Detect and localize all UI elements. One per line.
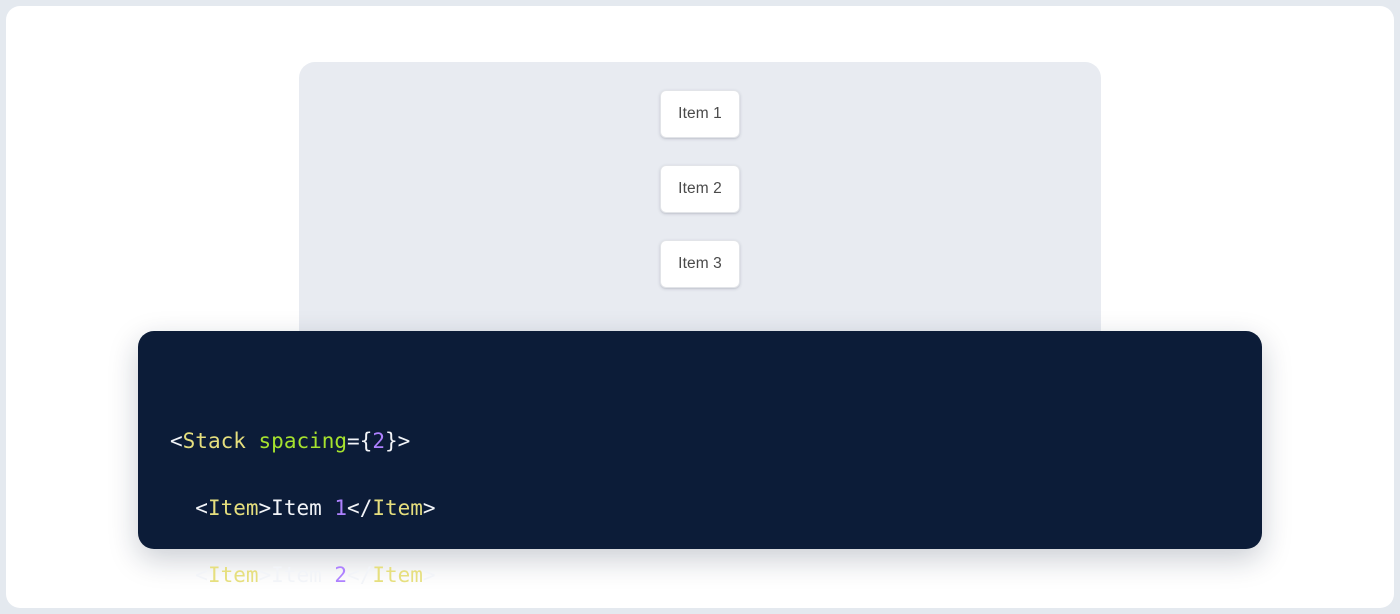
stack-item[interactable]: Item 3 <box>660 240 740 288</box>
code-token-punct: ={ <box>347 429 373 453</box>
code-token-punct: < <box>170 563 208 587</box>
code-token-tag: Item <box>207 496 259 520</box>
code-token-text: Item <box>271 563 335 587</box>
code-line: <Stack spacing={2}> <box>170 425 1230 459</box>
code-token-tag: Item <box>207 563 259 587</box>
code-token-tag: Item <box>372 563 423 587</box>
code-token-punct: < <box>170 496 208 520</box>
code-token-num: 1 <box>334 496 348 520</box>
code-content: <Stack spacing={2}> <Item>Item 1</Item> … <box>170 425 1230 608</box>
code-line: <Item>Item 1</Item> <box>170 492 1230 526</box>
page-card: Item 1 Item 2 Item 3 <Stack spacing={2}>… <box>6 6 1394 608</box>
code-token-num: 2 <box>334 563 348 587</box>
code-snippet-block[interactable]: <Stack spacing={2}> <Item>Item 1</Item> … <box>138 331 1262 587</box>
code-token-text: Item <box>271 496 335 520</box>
code-token-text <box>246 429 259 453</box>
stack-item[interactable]: Item 2 <box>660 165 740 213</box>
code-token-punct: > <box>258 496 272 520</box>
code-token-punct: > <box>422 496 436 520</box>
stack-container: Item 1 Item 2 Item 3 <box>299 90 1101 288</box>
code-token-tag: Stack <box>182 429 246 453</box>
code-token-punct: }> <box>385 429 411 453</box>
code-token-punct: </ <box>347 563 373 587</box>
code-token-num: 2 <box>372 429 385 453</box>
code-token-punct: </ <box>347 496 373 520</box>
code-token-punct: > <box>422 563 436 587</box>
code-token-punct: > <box>258 563 272 587</box>
code-line: <Item>Item 2</Item> <box>170 559 1230 593</box>
code-token-attr: spacing <box>258 429 348 453</box>
stack-item[interactable]: Item 1 <box>660 90 740 138</box>
code-token-punct: < <box>170 429 183 453</box>
code-token-tag: Item <box>372 496 423 520</box>
